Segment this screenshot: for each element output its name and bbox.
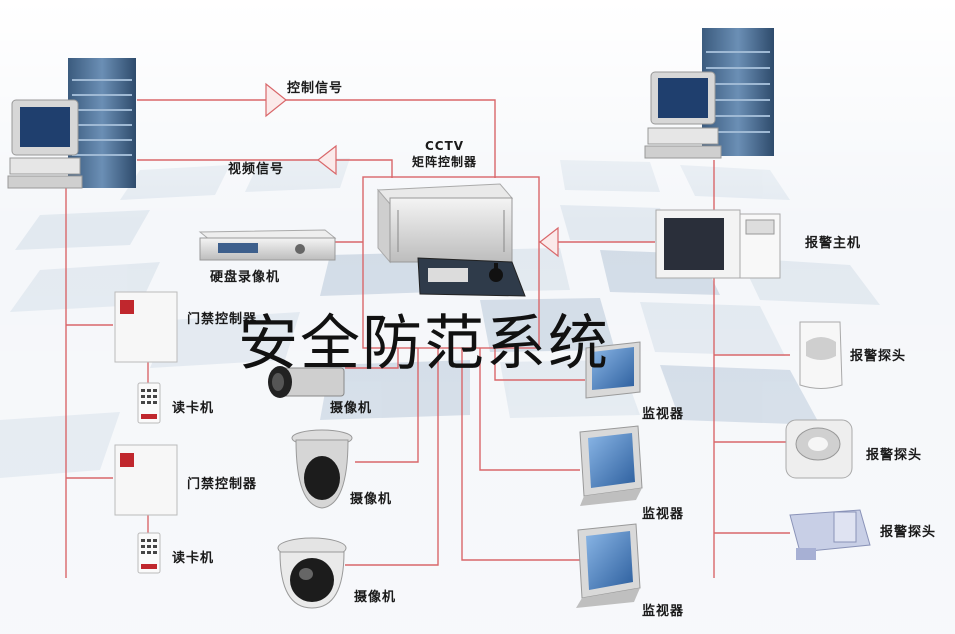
camera-2-label: 摄像机	[350, 492, 393, 507]
access-controller-2-label: 门禁控制器	[187, 477, 258, 492]
video-signal-label: 视频信号	[228, 162, 285, 177]
card-reader-1-label: 读卡机	[172, 401, 215, 416]
box-camera-icon	[268, 366, 345, 398]
dome-camera-1-icon	[291, 429, 353, 509]
monitor-2-label: 监视器	[642, 507, 685, 522]
pir-detector-2-icon	[785, 419, 853, 479]
workstation-left-icon	[7, 58, 136, 189]
monitor-1-label: 监视器	[642, 407, 685, 422]
alarm-probe-3-label: 报警探头	[880, 525, 937, 540]
control-signal-label: 控制信号	[287, 81, 344, 96]
monitor-3-icon	[576, 523, 641, 608]
camera-1-label: 摄像机	[330, 401, 373, 416]
alarm-host-icon	[655, 209, 781, 279]
access-controller-1-label: 门禁控制器	[187, 312, 258, 327]
alarm-probe-2-label: 报警探头	[866, 448, 923, 463]
monitor-3-label: 监视器	[642, 604, 685, 619]
card-reader-2-label: 读卡机	[172, 551, 215, 566]
card-reader-2-icon	[137, 532, 161, 574]
signal-arrows	[265, 82, 559, 258]
card-reader-1-icon	[137, 382, 161, 424]
alarm-host-label: 报警主机	[805, 236, 862, 251]
dome-camera-2-icon	[277, 537, 347, 609]
pir-detector-1-icon	[799, 321, 843, 389]
matrix-controller-icon	[376, 183, 514, 264]
monitor-1-icon	[585, 341, 641, 399]
access-controller-2-icon	[114, 444, 178, 516]
keyboard-joystick-icon	[417, 257, 526, 297]
matrix-line-2: 矩阵控制器	[412, 155, 478, 169]
wiring	[65, 99, 790, 578]
dvr-recorder-icon	[198, 229, 337, 261]
pir-detector-3-icon	[789, 509, 871, 560]
workstation-right-icon	[644, 28, 774, 159]
alarm-probe-1-label: 报警探头	[850, 349, 907, 364]
camera-3-label: 摄像机	[354, 590, 397, 605]
matrix-line-1: CCTV	[424, 139, 465, 153]
monitor-2-icon	[579, 425, 643, 506]
dvr-label: 硬盘录像机	[210, 270, 281, 285]
access-controller-1-icon	[114, 291, 178, 363]
matrix-controller-label: CCTV 矩阵控制器	[412, 138, 477, 170]
diagram-title: 安全防范系统	[238, 309, 610, 379]
